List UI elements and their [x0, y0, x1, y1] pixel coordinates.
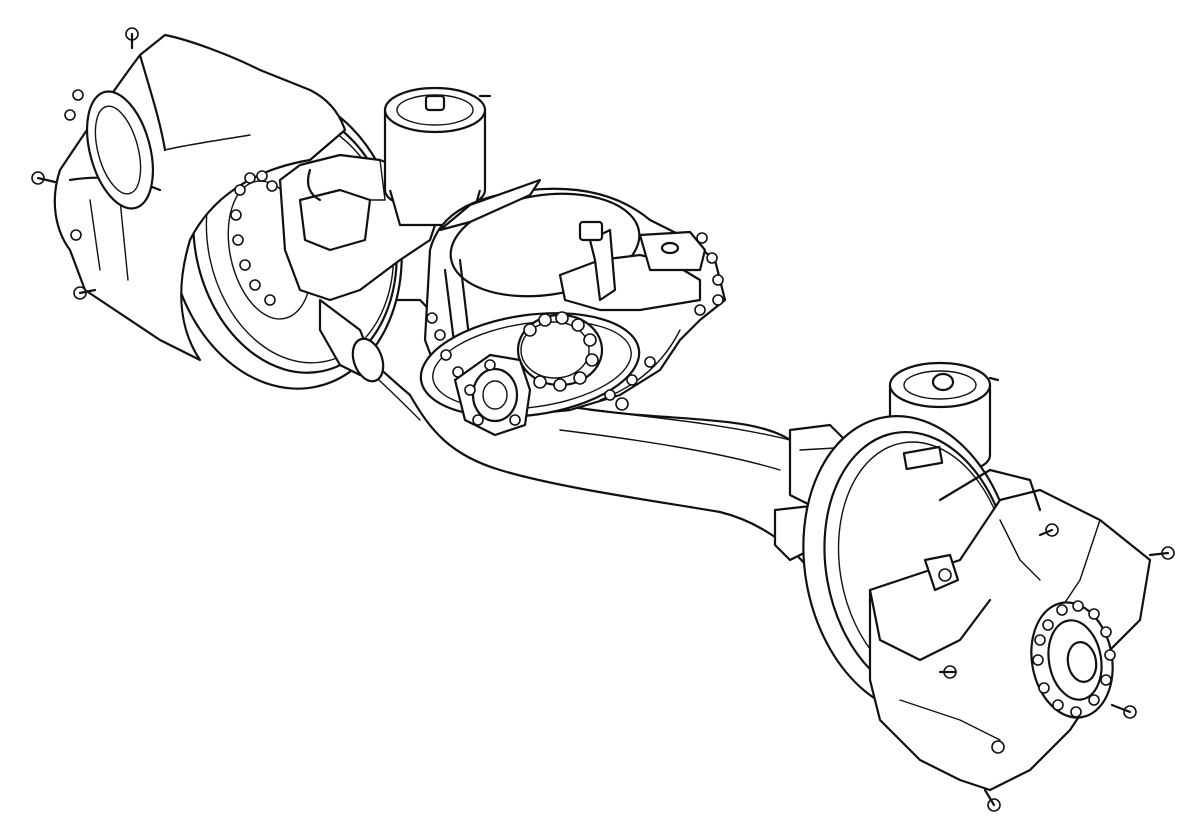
- left-wheel-studs: [31, 27, 139, 300]
- left-brake-spider-bolts: [230, 170, 278, 306]
- right-hub-cap: [1030, 600, 1116, 719]
- pinion-gear-assembly: [516, 311, 604, 392]
- carrier-top-bracket: [558, 220, 724, 316]
- input-yoke-flange: [453, 353, 532, 437]
- right-wheel-studs: [938, 523, 1175, 812]
